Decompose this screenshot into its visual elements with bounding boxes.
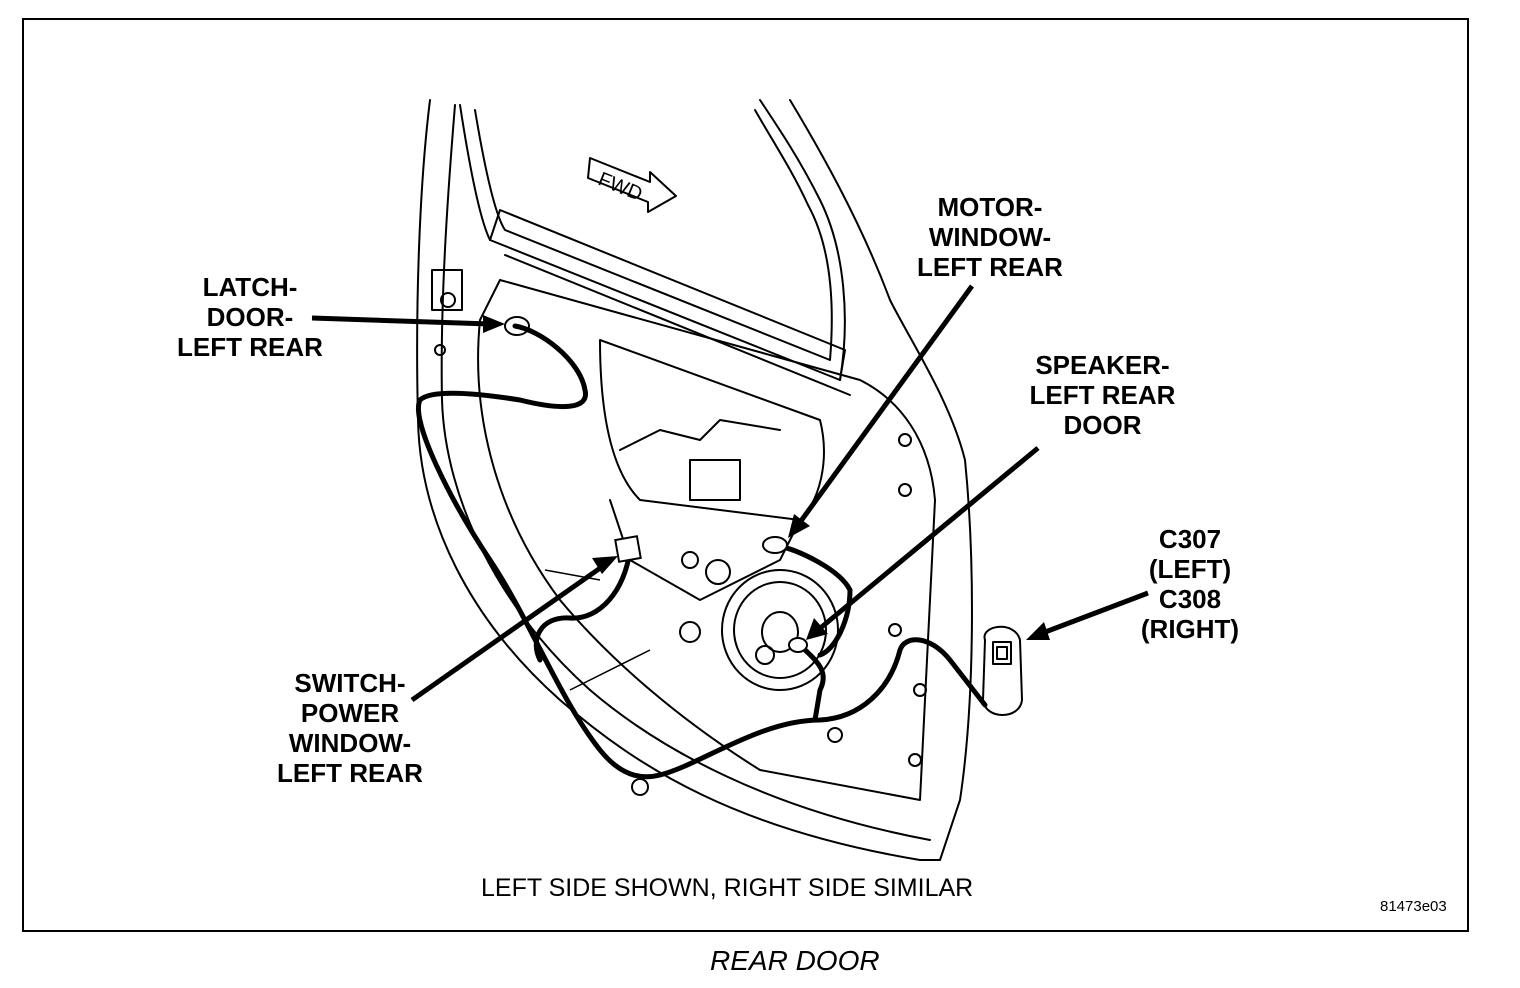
belt-line-2 [504, 254, 851, 396]
label-speaker-line-1: SPEAKER- [1035, 350, 1170, 380]
speaker-cap [761, 611, 799, 653]
fwd-text: FWD [595, 168, 645, 205]
connector-callout-arrow [1039, 590, 1149, 637]
label-connector-line-1: C307 [1158, 524, 1222, 554]
label-motor-line-2: WINDOW- [928, 222, 1052, 252]
window-frame [459, 99, 846, 381]
harness-main [416, 323, 988, 780]
speaker-inner [733, 581, 827, 679]
label-connector-line-4: (RIGHT) [1140, 614, 1240, 644]
latch-housing [431, 269, 463, 311]
label-speaker-line-2: LEFT REAR [1029, 380, 1176, 410]
panel-cutout [599, 339, 825, 521]
label-motor-line-3: LEFT REAR [917, 252, 1063, 282]
window-frame-inner [474, 109, 833, 361]
label-latch-line-3: LEFT REAR [177, 332, 323, 362]
label-connector-line-3: C308 [1158, 584, 1222, 614]
label-latch-line-1: LATCH- [202, 272, 298, 302]
label-speaker-line-3: DOOR [1063, 410, 1142, 440]
label-motor-line-1: MOTOR- [937, 192, 1043, 222]
label-switch-line-2: POWER [300, 698, 400, 728]
label-latch-line-2: DOOR- [206, 302, 294, 332]
regulator-rail [619, 419, 781, 451]
belt-line [489, 209, 846, 381]
label-speaker: SPEAKER- LEFT REAR DOOR [1015, 350, 1190, 440]
door-inner-edge [440, 104, 931, 841]
fwd-arrow [587, 157, 677, 213]
label-switch: SWITCH- POWER WINDOW- LEFT REAR [270, 668, 430, 788]
door-outer-edge [416, 99, 973, 861]
harness-branch-switch [533, 547, 633, 663]
latch-callout-arrow [311, 315, 491, 327]
label-switch-line-1: SWITCH- [294, 668, 406, 698]
motor-connector [762, 536, 788, 554]
motor-callout-arrow [795, 284, 975, 527]
label-connector: C307 (LEFT) C308 (RIGHT) [1120, 524, 1260, 644]
inner-panel [477, 279, 936, 801]
figure-code: 81473e03 [1380, 898, 1447, 915]
switch-callout-arrow [410, 561, 608, 703]
latch-connector [504, 316, 530, 336]
label-latch: LATCH- DOOR- LEFT REAR [170, 272, 330, 362]
figure-caption: REAR DOOR [710, 945, 880, 976]
label-switch-line-3: WINDOW- [288, 728, 412, 758]
regulator-block [689, 459, 741, 501]
harness-branch-motor [772, 542, 853, 658]
fwd-label: FWD [595, 168, 645, 205]
label-connector-line-2: (LEFT) [1148, 554, 1232, 584]
switch-connector [614, 535, 642, 563]
speaker-callout-arrow [816, 446, 1040, 632]
speaker-outer [721, 569, 839, 691]
connector-body [982, 625, 1023, 716]
label-switch-line-4: LEFT REAR [277, 758, 423, 788]
label-motor: MOTOR- WINDOW- LEFT REAR [905, 192, 1075, 282]
speaker-connector [788, 637, 808, 653]
figure-frame [22, 18, 1469, 932]
speaker-tab [755, 645, 775, 665]
diagram-note: LEFT SIDE SHOWN, RIGHT SIDE SIMILAR [481, 874, 974, 902]
